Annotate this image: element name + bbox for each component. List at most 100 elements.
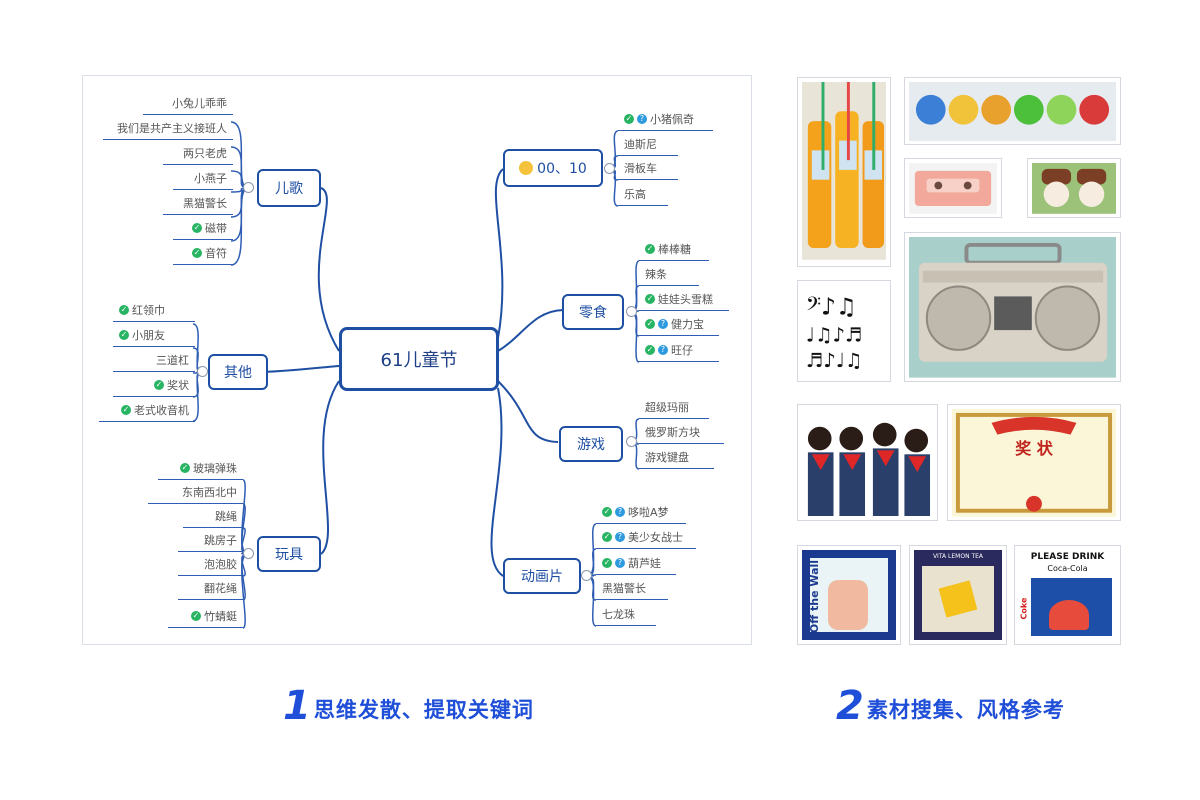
question-icon: ? — [615, 506, 625, 517]
leaf-label: 健力宝 — [671, 317, 704, 331]
leaf-item[interactable]: ✓小朋友 — [113, 323, 195, 347]
leaf-item[interactable]: ✓音符 — [173, 241, 233, 265]
leaf-item[interactable]: ✓?健力宝 — [639, 312, 719, 336]
collapse-toggle-erge[interactable] — [243, 182, 254, 193]
leaf-item[interactable]: 小燕子 — [173, 166, 233, 190]
leaf-label: 小燕子 — [194, 171, 227, 185]
leaf-item[interactable]: 超级玛丽 — [639, 395, 709, 419]
collapse-toggle-youxi[interactable] — [626, 436, 637, 447]
leaf-item[interactable]: 三道杠 — [113, 348, 195, 372]
collapse-toggle-wanju[interactable] — [243, 548, 254, 559]
question-icon: ? — [637, 113, 647, 124]
check-icon: ✓ — [645, 344, 655, 355]
leaf-label: 磁带 — [205, 221, 227, 235]
leaf-item[interactable]: 乐高 — [618, 182, 668, 206]
leaf-item[interactable]: ✓磁带 — [173, 216, 233, 240]
leaf-item[interactable]: 游戏键盘 — [639, 445, 714, 469]
branch-node-lingshi[interactable]: 零食 — [562, 294, 624, 330]
center-node[interactable]: 61儿童节 — [339, 327, 499, 391]
check-icon: ✓ — [180, 462, 190, 473]
leaf-item[interactable]: 黑猫警长 — [163, 191, 233, 215]
check-icon: ✓ — [191, 610, 201, 621]
leaf-label: 旺仔 — [671, 343, 693, 357]
branch-node-erge[interactable]: 儿歌 — [257, 169, 321, 207]
leaf-item[interactable]: ✓?美少女战士 — [596, 525, 696, 549]
branch-node-donghua[interactable]: 动画片 — [503, 558, 581, 594]
check-icon: ✓ — [192, 247, 202, 258]
leaf-label: 小兔儿乖乖 — [172, 96, 227, 110]
leaf-item[interactable]: 小兔儿乖乖 — [143, 91, 233, 115]
leaf-item[interactable]: 俄罗斯方块 — [639, 420, 724, 444]
collapse-toggle-oo10[interactable] — [604, 163, 615, 174]
leaf-label: 老式收音机 — [134, 403, 189, 417]
leaf-label: 娃娃头雪糕 — [658, 292, 713, 306]
poster-text: Coca-Cola — [1047, 564, 1088, 573]
check-icon: ✓ — [119, 304, 129, 315]
leaf-item[interactable]: ✓?葫芦娃 — [596, 551, 676, 575]
leaf-label: 七龙珠 — [602, 607, 635, 621]
leaf-label: 棒棒糖 — [658, 242, 691, 256]
leaf-item[interactable]: 七龙珠 — [596, 602, 656, 626]
collapse-toggle-qita[interactable] — [197, 366, 208, 377]
leaf-item[interactable]: 泡泡胶 — [178, 552, 243, 576]
leaf-label: 玻璃弹珠 — [193, 461, 237, 475]
leaf-item[interactable]: 两只老虎 — [163, 141, 233, 165]
leaf-item[interactable]: ✓?小猪佩奇 — [618, 107, 713, 131]
leaf-item[interactable]: ✓?旺仔 — [639, 338, 719, 362]
music-notes-image: 𝄢♪♫ ♩♫♪♬ ♬♪♩♫ — [797, 280, 891, 382]
leaf-item[interactable]: ✓奖状 — [113, 373, 195, 397]
leaf-label: 跳房子 — [204, 533, 237, 547]
cassette-tape-image — [904, 158, 1002, 218]
leaf-label: 葫芦娃 — [628, 556, 661, 570]
leaf-item[interactable]: 跳绳 — [183, 504, 243, 528]
branch-node-qita[interactable]: 其他 — [208, 354, 268, 390]
leaf-item[interactable]: ✓老式收音机 — [99, 398, 195, 422]
mindmap-panel: 61儿童节 儿歌 其他 玩具 00、10 零食 游戏 动画片 小兔儿乖乖 我们是… — [82, 75, 752, 645]
radio-cassette-image — [904, 232, 1121, 382]
marbles-illustration — [909, 82, 1116, 142]
leaf-label: 东南西北中 — [182, 485, 237, 499]
leaf-item[interactable]: 我们是共产主义接班人 — [103, 116, 233, 140]
check-icon: ✓ — [192, 222, 202, 233]
branch-node-oo10[interactable]: 00、10 — [503, 149, 603, 187]
leaf-label: 竹蜻蜓 — [204, 609, 237, 623]
leaf-item[interactable]: 迪斯尼 — [618, 132, 678, 156]
leaf-label: 红领巾 — [132, 303, 165, 317]
leaf-item[interactable]: ✓竹蜻蜓 — [168, 604, 243, 628]
branch-label: 儿歌 — [275, 181, 303, 197]
branch-node-wanju[interactable]: 玩具 — [257, 536, 321, 572]
music-notes-illustration: 𝄢♪♫ ♩♫♪♬ ♬♪♩♫ — [802, 285, 886, 377]
leaf-label: 我们是共产主义接班人 — [117, 121, 227, 135]
cassette-illustration — [909, 163, 997, 214]
leaf-label: 泡泡胶 — [204, 557, 237, 571]
collapse-toggle-lingshi[interactable] — [626, 306, 637, 317]
leaf-item[interactable]: 东南西北中 — [148, 480, 243, 504]
leaf-item[interactable]: 辣条 — [639, 262, 699, 286]
poster-coca-cola-image: PLEASE DRINK Coca-Cola Coke — [1014, 545, 1121, 645]
caption-text: 素材搜集、风格参考 — [866, 698, 1065, 722]
branch-label: 00、10 — [537, 161, 587, 177]
leaf-label: 哆啦A梦 — [628, 505, 669, 519]
leaf-item[interactable]: ✓棒棒糖 — [639, 237, 709, 261]
leaf-label: 乐高 — [624, 187, 646, 201]
poster-text: VITA LEMON TEA — [932, 553, 984, 560]
leaf-item[interactable]: ✓?哆啦A梦 — [596, 500, 686, 524]
leaf-item[interactable]: ✓红领巾 — [113, 298, 195, 322]
leaf-item[interactable]: 跳房子 — [178, 528, 243, 552]
check-icon: ✓ — [602, 506, 612, 517]
branch-node-youxi[interactable]: 游戏 — [559, 426, 623, 462]
leaf-item[interactable]: ✓玻璃弹珠 — [158, 456, 243, 480]
leaf-label: 奖状 — [167, 378, 189, 392]
leaf-item[interactable]: 翻花绳 — [178, 576, 243, 600]
leaf-item[interactable]: 黑猫警长 — [596, 576, 668, 600]
leaf-item[interactable]: 滑板车 — [618, 156, 678, 180]
leaf-label: 两只老虎 — [183, 146, 227, 160]
svg-text:♬♪♩♫: ♬♪♩♫ — [806, 349, 863, 372]
certificate-image: 奖 状 — [947, 404, 1121, 521]
question-icon: ? — [658, 318, 668, 329]
caption-text: 思维发散、提取关键词 — [313, 698, 534, 722]
collapse-toggle-donghua[interactable] — [581, 570, 592, 581]
leaf-item[interactable]: ✓娃娃头雪糕 — [639, 287, 729, 311]
center-node-label: 61儿童节 — [380, 350, 458, 371]
poster-lemon-tea-image: VITA LEMON TEA — [909, 545, 1007, 645]
